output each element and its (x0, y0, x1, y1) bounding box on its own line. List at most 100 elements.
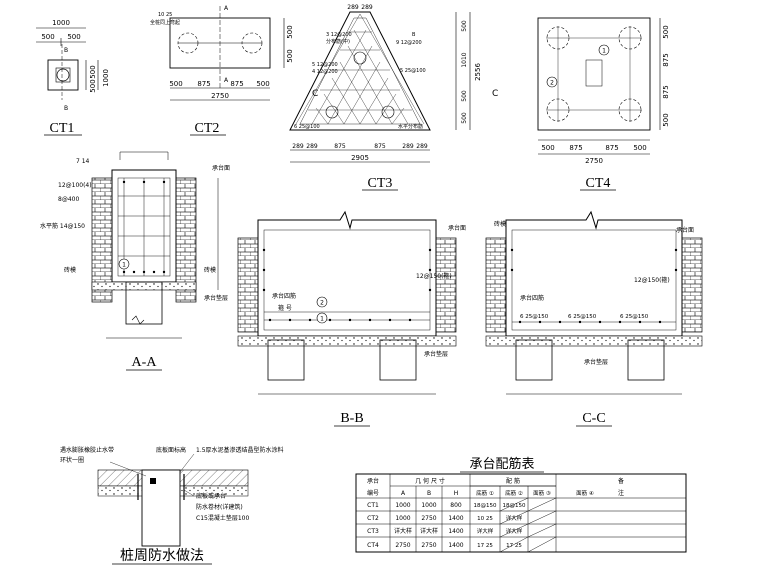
ct3-top-dim-2: 289 (361, 4, 373, 11)
ct3-dim-4: 875 (374, 143, 386, 150)
aa-label-top: 7 14 (76, 158, 90, 165)
cc-label-m1: 承台四筋 (520, 294, 544, 302)
ct4-dim-3: 875 (605, 144, 618, 152)
ct4-circle-1: 1 (602, 48, 606, 55)
cell: 1000 (395, 515, 410, 522)
ct4-dim-h3: 875 (662, 85, 670, 98)
ct3-note-8: 水平分布筋 (398, 123, 423, 130)
th2-top3: 面筋 ③ (533, 489, 551, 497)
bb-label-r2: 12@150(箍) (416, 272, 452, 280)
table-row: CT3 详大样 详大样 1400 详大样 详大样 (367, 527, 523, 535)
ct3-mark-left: C (312, 89, 318, 99)
bb-circle-1: 1 (320, 316, 324, 323)
cell: 800 (450, 502, 462, 509)
aa-label-l3: 水平筋 14@150 (40, 222, 85, 230)
ct3-top-dim-1: 289 (347, 4, 359, 11)
cc-label-r1: 承台面 (676, 226, 694, 234)
bb-label-m1: 承台四筋 (272, 292, 296, 300)
cc-brick-left (485, 237, 507, 333)
aa-label-r1: 承台面 (212, 164, 230, 172)
cc-label-b3: 6 25@150 (620, 314, 649, 320)
view-ct3: 289 289 3 12@200 分布筋(中) 5 12@200 4 12@20… (289, 4, 498, 191)
ct3-title: CT3 (368, 176, 393, 191)
bb-brick-left (237, 237, 259, 333)
cell: CT4 (367, 542, 379, 549)
ct3-note-2: 分布筋(中) (326, 38, 350, 45)
cell: 详大样 (477, 527, 494, 535)
bb-title: B-B (340, 411, 363, 426)
cell: 详大样 (394, 527, 412, 535)
cell: 1400 (448, 528, 463, 535)
detail-label-a: 遇水膨胀橡胶止水带 (60, 446, 114, 454)
ct1-outline (47, 59, 79, 91)
ct1-dim-total: 1000 (52, 19, 70, 27)
ct3-rdim-4: 500 (461, 112, 468, 124)
aa-rebar (117, 177, 171, 277)
section-cc: 砖模 承台面 12@150(箍) 承台四筋 6 25@150 6 25@150 … (485, 210, 703, 427)
bb-label-g1: 承台垫层 (424, 350, 448, 358)
th2-b: B (427, 490, 431, 497)
ct4-dim-2: 875 (569, 144, 582, 152)
aa-label-l4: 砖模 (64, 266, 76, 274)
ct3-mark-right: C (492, 89, 498, 99)
ct4-dim-total: 2750 (585, 157, 603, 165)
cc-title: C-C (582, 411, 605, 426)
ct3-note-1: 3 12@200 (326, 32, 352, 38)
section-aa: 7 14 12@100(4) 8@400 水平筋 14@150 砖模 承台面 砖… (40, 151, 230, 371)
cell: 18@150 (503, 503, 526, 509)
ct1-dim-total-h: 1000 (102, 69, 110, 87)
ct2-dim-2: 875 (197, 80, 210, 88)
ct3-dim-2: 289 (306, 143, 318, 150)
aa-label-l1: 12@100(4) (58, 182, 92, 189)
section-bb: 2 1 承台面 12@150(箍) 承台四筋 箍 号 承台垫层 B-B (237, 210, 466, 427)
detail-label-e: 底板或承台 (196, 492, 226, 500)
ct2-dim-h1: 500 (286, 25, 294, 38)
cell: CT2 (367, 515, 379, 522)
aa-circle-1: 1 (122, 262, 126, 269)
cc-brick-right (681, 237, 703, 333)
table-row: CT1 1000 1000 800 18@150 18@150 (367, 502, 526, 509)
ct1-title: CT1 (50, 121, 75, 136)
cell: 17 25 (506, 543, 522, 549)
ct3-rdim-total: 2556 (474, 63, 482, 81)
ct3-note-7: 6 25@100 (294, 124, 320, 130)
th2-no: 编号 (367, 489, 379, 497)
th2-top4: 面筋 ④ (576, 489, 594, 497)
ct4-dim-h1: 500 (662, 25, 670, 38)
view-ct1: 1000 500 500 B B 500 500 1000 CT1 (36, 19, 110, 136)
rebar-schedule: 承台配筋表 承台 几 何 尺 寸 配 筋 备 编号 (355, 456, 687, 553)
bb-label-m2: 箍 号 (278, 304, 292, 312)
view-ct2: A A 10 25 全桩同上弯起 500 875 875 500 2750 50… (150, 5, 294, 136)
bb-cap-body (257, 210, 437, 337)
cell: 详大样 (506, 514, 523, 522)
cc-label-g1: 承台垫层 (584, 358, 608, 366)
th2-a: A (401, 490, 406, 497)
aa-label-l2: 8@400 (58, 196, 79, 203)
ct2-dim-3: 875 (230, 80, 243, 88)
bb-brick-right (435, 237, 457, 333)
ct2-mark-bottom: A (224, 77, 229, 84)
detail-label-c: 底板面标高 (156, 446, 186, 454)
cell: 1400 (448, 515, 463, 522)
ct4-title: CT4 (586, 176, 611, 191)
ct3-rdim-2: 1010 (461, 52, 468, 67)
ct2-note2: 全桩同上弯起 (150, 19, 180, 26)
table-title: 承台配筋表 (469, 456, 534, 472)
ct3-rdim-1: 500 (461, 20, 468, 32)
ct4-dim-h4: 500 (662, 113, 670, 126)
cell: 1000 (395, 502, 410, 509)
ct3-rdim-3: 500 (461, 90, 468, 102)
th2-h: H (454, 490, 459, 497)
ct2-dim-1: 500 (169, 80, 182, 88)
bb-circle-2: 2 (320, 300, 324, 307)
cell: 10 25 (477, 516, 493, 522)
detail-label-g: C15混凝土垫层100 (196, 514, 249, 522)
ct2-mark-top: A (224, 5, 229, 12)
ct1-dim-wb: 500 (67, 33, 80, 41)
ct4-dim-h2: 875 (662, 53, 670, 66)
cell: CT3 (367, 528, 379, 535)
cell: 1000 (421, 502, 436, 509)
ct3-dim-3: 875 (334, 143, 346, 150)
ct3-mark-b: B (412, 32, 416, 38)
